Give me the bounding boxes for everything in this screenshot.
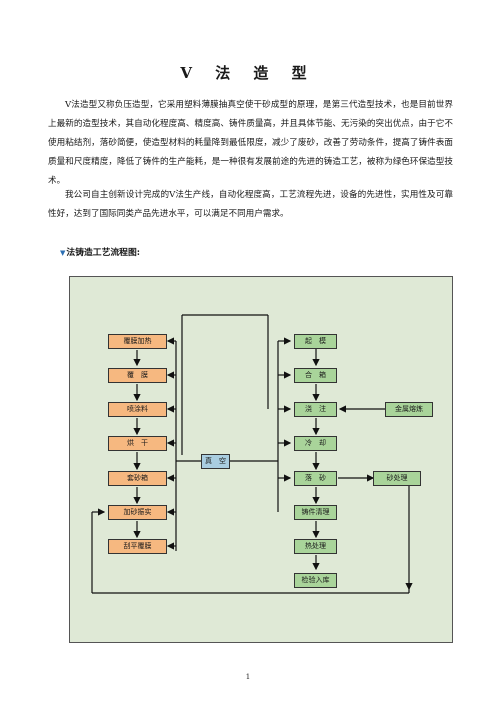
node-metal-melting: 金属熔炼 [385, 402, 433, 417]
node-inspection-storage: 检验入库 [294, 573, 337, 588]
flowchart-heading-text: 法铸造工艺流程图: [66, 248, 141, 258]
node-vacuum: 真 空 [201, 454, 230, 469]
node-shakeout: 落 砂 [294, 471, 337, 486]
node-scrape-cover: 刮平覆膜 [108, 539, 167, 554]
node-film-covering: 覆 膜 [108, 368, 167, 383]
node-heat-treatment: 热处理 [294, 539, 337, 554]
flowchart-connectors [91, 314, 413, 594]
intro-paragraph: V法造型又称负压造型，它采用塑料薄膜抽真空使干砂成型的原理，是第三代造型技术，也… [48, 100, 453, 186]
node-sand-filling: 加砂振实 [108, 505, 167, 520]
node-mold-lifting: 起 模 [294, 334, 337, 349]
node-drying: 烘 干 [108, 436, 167, 451]
v-bullet-icon: ▼ [60, 248, 66, 257]
node-casting-cleaning: 铸件清理 [294, 505, 337, 520]
process-flowchart: 覆膜加热 覆 膜 喷涂料 烘 干 套砂箱 加砂振实 刮平覆膜 真 空 起 模 合… [69, 276, 453, 643]
node-mold-closing: 合 箱 [294, 368, 337, 383]
node-flask-setting: 套砂箱 [108, 471, 167, 486]
node-film-heating: 覆膜加热 [108, 334, 167, 349]
flowchart-heading: ▼法铸造工艺流程图: [60, 245, 140, 258]
node-sand-treatment: 砂处理 [373, 471, 421, 486]
node-pouring: 浇 注 [294, 402, 337, 417]
page-title: V 法 造 型 [180, 64, 316, 82]
page-number: 1 [245, 673, 251, 681]
node-coating-spray: 喷涂料 [108, 402, 167, 417]
node-cooling: 冷 却 [294, 436, 337, 451]
company-paragraph: 我公司自主创新设计完成的V法生产线，自动化程度高，工艺流程先进，设备的先进性，实… [48, 190, 453, 219]
